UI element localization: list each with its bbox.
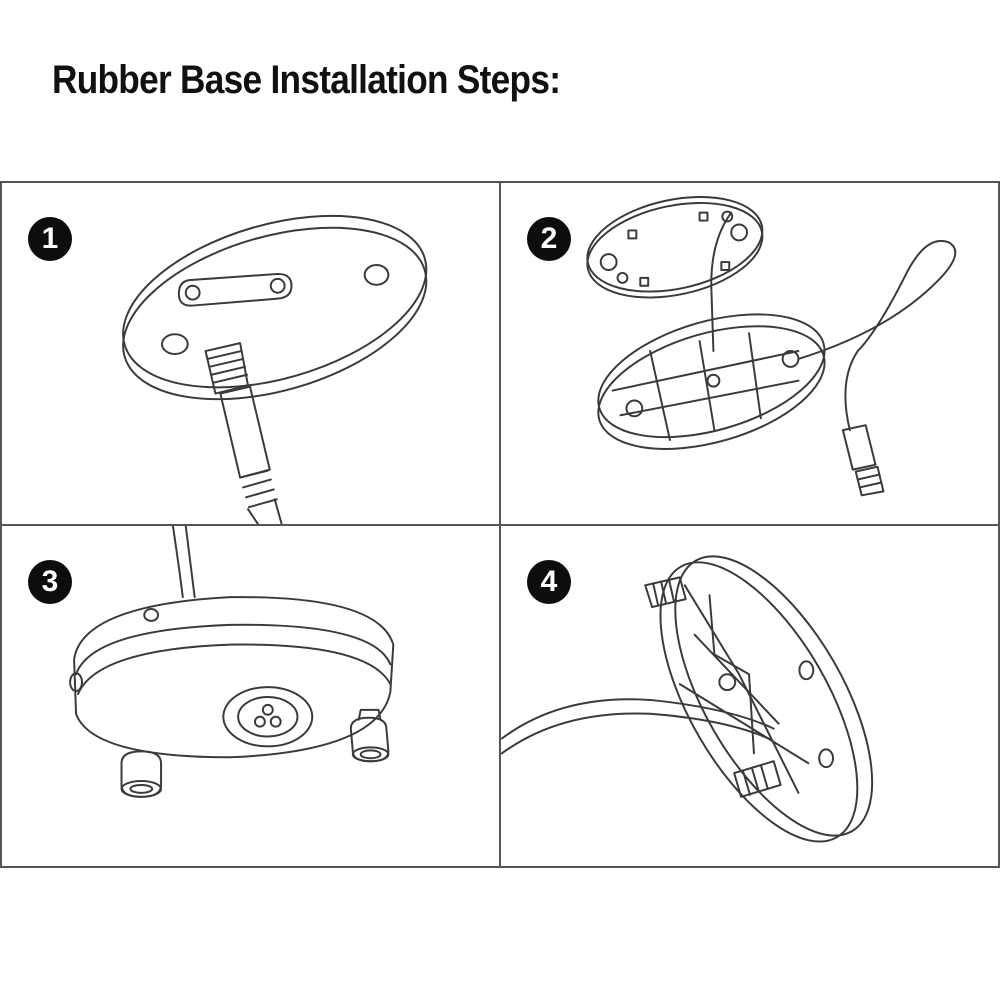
step-4-illustration bbox=[501, 555, 874, 843]
step-3-badge: 3 bbox=[28, 560, 72, 604]
step-2-panel: 2 bbox=[499, 181, 1000, 526]
step-1-panel: 1 bbox=[0, 181, 501, 526]
cable-through-plate bbox=[710, 211, 733, 353]
step-3-panel: 3 bbox=[0, 524, 501, 868]
page-title: Rubber Base Installation Steps: bbox=[52, 58, 561, 102]
extension-cable bbox=[797, 240, 957, 497]
cable-side bbox=[501, 698, 775, 755]
step-1-badge: 1 bbox=[28, 217, 72, 261]
step-2-illustration bbox=[586, 196, 957, 497]
mounting-plate bbox=[586, 196, 764, 299]
threaded-connector-cable bbox=[204, 342, 283, 524]
step-3-illustration bbox=[69, 526, 395, 798]
step-1-illustration bbox=[122, 214, 428, 524]
base-plate-top bbox=[122, 214, 428, 401]
assembled-base bbox=[69, 596, 395, 759]
steps-grid: 1 2 bbox=[0, 181, 1000, 868]
base-on-side bbox=[659, 555, 874, 843]
bolt-left bbox=[120, 750, 163, 798]
threaded-stud-bottom bbox=[733, 760, 782, 798]
cable-top bbox=[171, 526, 196, 599]
step-4-badge: 4 bbox=[527, 560, 571, 604]
bolt-right bbox=[349, 708, 390, 763]
step-2-badge: 2 bbox=[527, 217, 571, 261]
threaded-stud-top bbox=[644, 576, 687, 609]
rubber-base-underside bbox=[597, 313, 826, 450]
step-4-panel: 4 bbox=[499, 524, 1000, 868]
